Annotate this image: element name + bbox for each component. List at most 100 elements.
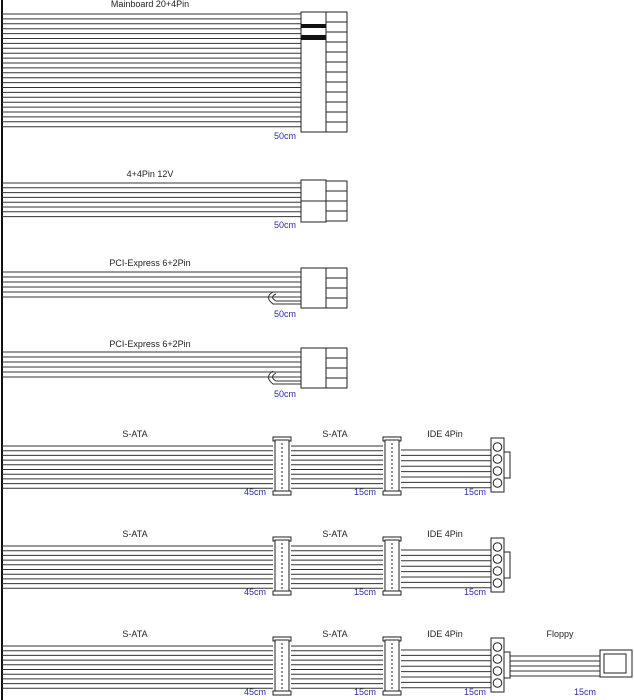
- pcie-1-label: PCI-Express 6+2Pin: [109, 258, 190, 268]
- chain-3-ide-pin-hole: [492, 654, 503, 664]
- mainboard-pin: [325, 71, 348, 83]
- chain-2-ide-pin-hole: [492, 566, 503, 576]
- cpu-length: 50cm: [274, 220, 296, 230]
- pcie-1-loop-outer: [268, 291, 301, 305]
- cpu-pin: [325, 210, 348, 222]
- mainboard-latch-1: [301, 24, 326, 28]
- pcie-2-wires: [2, 351, 301, 378]
- chain-2-label-ide: IDE 4Pin: [427, 529, 463, 539]
- mainboard-pin: [325, 11, 348, 23]
- chain-2-sata-1-cap-bottom: [272, 590, 292, 596]
- chain-3-label-sata-2: S-ATA: [322, 629, 347, 639]
- chain-1-ide-pin-hole: [492, 466, 503, 476]
- pcie-1-pin: [325, 287, 348, 299]
- chain-1-length-2: 15cm: [354, 487, 376, 497]
- chain-3-ide-pin-hole: [492, 678, 503, 688]
- chain-1-ide-pin-hole: [492, 454, 503, 464]
- pcie-2-pin: [325, 377, 348, 389]
- pcie-2-loop-inner: [272, 372, 301, 382]
- chain-3-ide-key: [503, 651, 511, 679]
- mainboard-pin: [325, 121, 348, 133]
- chain-1-length-1: 45cm: [244, 487, 266, 497]
- chain-3-sata-1-cap-bottom: [272, 690, 292, 696]
- mainboard-pins: [325, 11, 348, 133]
- chain-3-length-3: 15cm: [464, 687, 486, 697]
- pcie-1-wires: [2, 271, 301, 298]
- chain-3-label-sata-1: S-ATA: [122, 629, 147, 639]
- cable-pcie-1: PCI-Express 6+2Pin 50cm: [2, 258, 348, 319]
- chain-sata-3: S-ATA S-ATA IDE 4Pin Floppy 45cm 15cm 15…: [2, 629, 633, 697]
- chain-2-sata-2-cap-bottom: [382, 590, 402, 596]
- mainboard-pin: [325, 101, 348, 113]
- pcie-2-label: PCI-Express 6+2Pin: [109, 339, 190, 349]
- cpu-label: 4+4Pin 12V: [127, 169, 174, 179]
- pcie-2-pin: [325, 357, 348, 369]
- pcie-2-loop-outer: [268, 370, 301, 385]
- cpu-pin: [325, 200, 348, 212]
- mainboard-connector-housing: [300, 11, 327, 133]
- pcie-1-length: 50cm: [274, 309, 296, 319]
- chain-3-ide-pin-hole: [492, 642, 503, 652]
- chain-2-length-1: 45cm: [244, 587, 266, 597]
- mainboard-pin: [325, 51, 348, 63]
- chain-1-length-3: 15cm: [464, 487, 486, 497]
- chain-2-label-sata-1: S-ATA: [122, 529, 147, 539]
- pcie-1-pin: [325, 277, 348, 289]
- chain-1-ide-pin-hole: [492, 442, 503, 452]
- chain-3-floppy-inner: [603, 653, 627, 674]
- chain-2-ide-pin-hole: [492, 578, 503, 588]
- mainboard-pin: [325, 111, 348, 123]
- pcie-2-length: 50cm: [274, 389, 296, 399]
- chain-1-sata-2-cap-bottom: [382, 490, 402, 496]
- chain-3-label-floppy: Floppy: [546, 629, 574, 639]
- chain-1-label-sata-2: S-ATA: [322, 429, 347, 439]
- chain-2-length-3: 15cm: [464, 587, 486, 597]
- pcie-2-connector-housing: [300, 347, 327, 389]
- mainboard-pin: [325, 61, 348, 73]
- cable-pcie-2: PCI-Express 6+2Pin 50cm: [2, 339, 348, 399]
- mainboard-pin: [325, 91, 348, 103]
- mainboard-pin: [325, 41, 348, 53]
- chain-2-ide-key: [503, 551, 511, 579]
- chain-sata-1: S-ATA S-ATA IDE 4Pin 45cm 15cm 15cm: [2, 429, 511, 497]
- cpu-pins: [325, 180, 348, 222]
- chain-3-length-1: 45cm: [244, 687, 266, 697]
- chain-3-ide-pin-hole: [492, 666, 503, 676]
- pcie-1-pin: [325, 267, 348, 279]
- pcie-2-pin: [325, 367, 348, 379]
- cable-cpu-12v: 4+4Pin 12V 50cm: [2, 169, 348, 230]
- mainboard-length: 50cm: [274, 131, 296, 141]
- chain-1-ide-pin-hole: [492, 478, 503, 488]
- pcie-1-loop-inner: [272, 293, 301, 302]
- pcie-2-pin: [325, 347, 348, 359]
- mainboard-latch-2: [301, 35, 326, 40]
- mainboard-pin: [325, 31, 348, 43]
- chain-3-length-2: 15cm: [354, 687, 376, 697]
- pcie-1-connector-housing: [300, 267, 327, 309]
- chain-2-ide-pin-hole: [492, 554, 503, 564]
- cable-mainboard: Mainboard 20+4Pin 50cm: [2, 0, 348, 141]
- chain-3-label-ide: IDE 4Pin: [427, 629, 463, 639]
- chain-3-sata-2-cap-bottom: [382, 690, 402, 696]
- chain-2-label-sata-2: S-ATA: [322, 529, 347, 539]
- pcie-2-pins: [325, 347, 348, 389]
- mainboard-label: Mainboard 20+4Pin: [111, 0, 189, 9]
- mainboard-wires: [2, 13, 301, 128]
- mainboard-pin: [325, 81, 348, 93]
- pcie-1-pins: [325, 267, 348, 309]
- cpu-pin: [325, 180, 348, 192]
- chain-2-ide-pin-hole: [492, 542, 503, 552]
- chain-1-label-sata-1: S-ATA: [122, 429, 147, 439]
- chain-1-ide-key: [503, 451, 511, 479]
- pcie-1-pin: [325, 297, 348, 309]
- chain-sata-2: S-ATA S-ATA IDE 4Pin 45cm 15cm 15cm: [2, 529, 511, 597]
- mainboard-pin: [325, 21, 348, 33]
- chain-2-length-2: 15cm: [354, 587, 376, 597]
- cpu-wires: [2, 182, 301, 218]
- cpu-pin: [325, 190, 348, 202]
- chain-3-length-4: 15cm: [574, 687, 596, 697]
- chain-1-sata-1-cap-bottom: [272, 490, 292, 496]
- chain-1-label-ide: IDE 4Pin: [427, 429, 463, 439]
